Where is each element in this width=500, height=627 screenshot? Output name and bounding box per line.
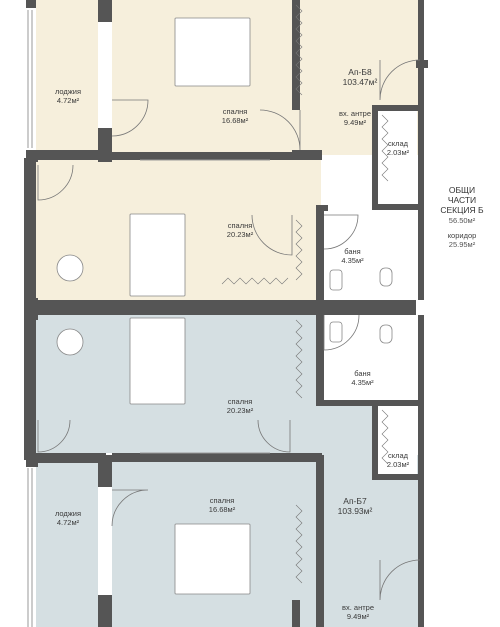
common-line2: ЧАСТИ: [447, 195, 477, 206]
common-line3: СЕКЦИЯ Б: [440, 205, 484, 216]
label-loggia-bottom: лоджия 4.72м²: [54, 509, 82, 527]
label-bedroom-bottom: спалня 16.68м²: [208, 496, 236, 514]
wardrobes: [221, 4, 389, 584]
common-area: 56.50м²: [448, 215, 476, 225]
label-storage-b7: склад 2.03м²: [386, 451, 410, 469]
label-bath-b7: баня 4.35м²: [351, 369, 374, 387]
corridor-name: коридор: [447, 230, 477, 240]
walls: [24, 0, 428, 627]
common-line1: ОБЩИ: [448, 185, 476, 195]
label-bedroom-b8-2: спалня 20.23м²: [226, 221, 254, 239]
doors: [37, 59, 421, 601]
windows: [27, 10, 270, 627]
label-storage-b8: склад 2.03м²: [386, 139, 410, 157]
furniture: [56, 17, 251, 595]
sanitary: [329, 267, 393, 344]
label-bedroom-top: спалня 16.68м²: [221, 107, 249, 125]
label-bedroom-b7-1: спалня 20.23м²: [226, 397, 254, 415]
label-apt-b7: Ап-Б7 103.93м²: [337, 496, 373, 516]
label-bath-b8: баня 4.35м²: [341, 247, 364, 265]
label-hall-b7: вх. антре 9.49м²: [342, 603, 374, 621]
corridor-area: 25.95м²: [448, 239, 476, 249]
common-parts-label: ОБЩИ ЧАСТИ СЕКЦИЯ Б 56.50м² коридор 25.9…: [430, 185, 494, 249]
label-hall-b8: вх. антре 9.49м²: [339, 109, 371, 127]
label-apt-b8: Ап-Б8 103.47м²: [342, 67, 378, 87]
label-loggia-top: лоджия 4.72м²: [54, 87, 82, 105]
